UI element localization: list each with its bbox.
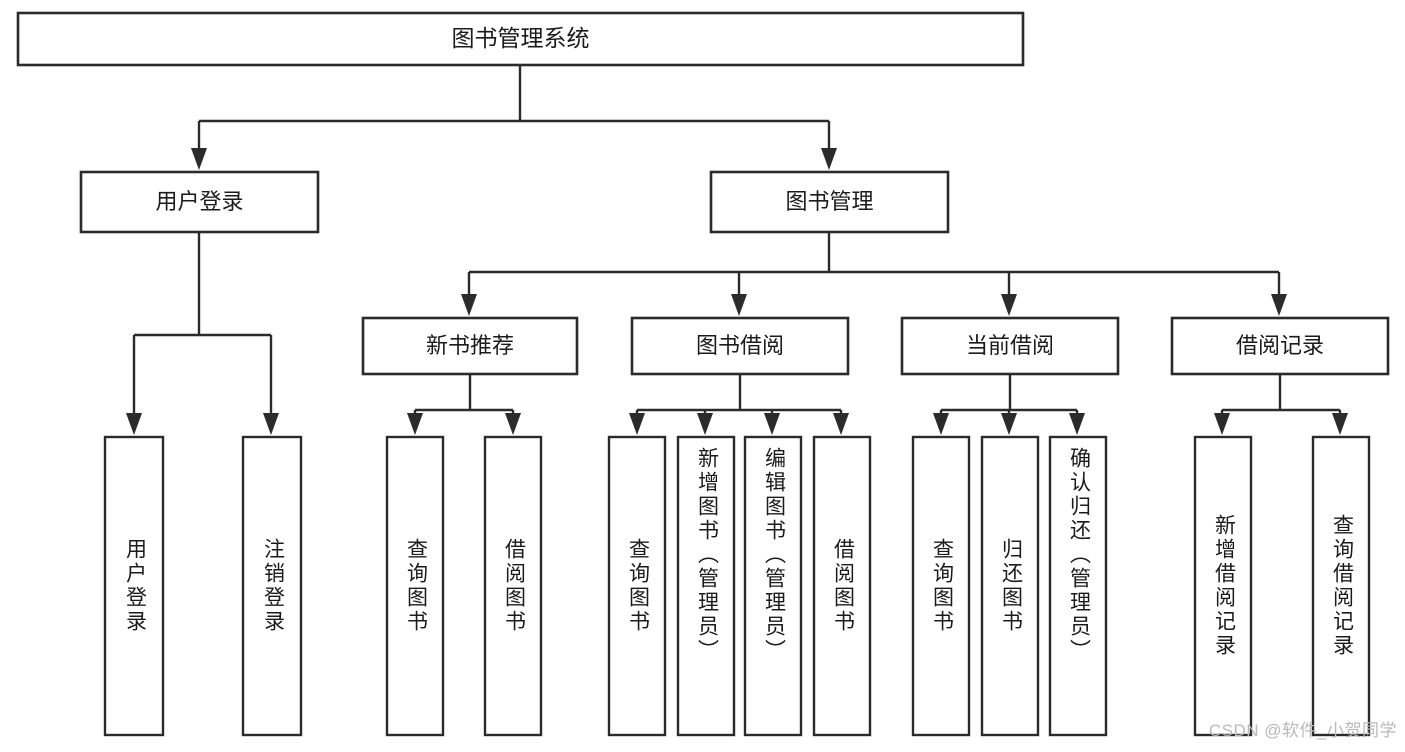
arrow-to-leaf-1-1 xyxy=(697,413,713,435)
arrow-to-leaf-2-2 xyxy=(1069,413,1085,435)
arrow-to-level3-3 xyxy=(1271,294,1287,316)
node-root-label: 图书管理系统 xyxy=(452,25,590,51)
arrow-to-leaf-0-1 xyxy=(505,413,521,435)
node-current-borrow-rect[interactable] xyxy=(900,316,1120,376)
arrow-to-leaf-1-2 xyxy=(764,413,780,435)
node-leaf-user-logout-rect[interactable] xyxy=(241,435,303,737)
node-borrow-record[interactable]: 借阅记录 xyxy=(1170,316,1390,376)
arrow-to-level3-0 xyxy=(461,294,477,316)
node-leaf-query-book-1-rect[interactable] xyxy=(385,435,445,737)
arrow-to-leaf-1-0 xyxy=(629,413,645,435)
node-leaf-query-record-rect[interactable] xyxy=(1311,435,1371,737)
arrow-to-leaf-3-1 xyxy=(1332,413,1348,435)
node-user-login-label: 用户登录 xyxy=(155,189,243,214)
node-current-borrow[interactable]: 当前借阅 xyxy=(900,316,1120,376)
node-leaf-query-book-2-rect[interactable] xyxy=(607,435,667,737)
node-leaf-confirm-return-rect[interactable] xyxy=(1048,435,1108,737)
node-book-management-label: 图书管理 xyxy=(785,189,873,214)
node-root-rect[interactable] xyxy=(16,11,1025,67)
node-new-book-recommend-rect[interactable] xyxy=(361,316,579,376)
node-book-management-rect[interactable] xyxy=(709,170,950,234)
arrow-to-leaf-2-1 xyxy=(1001,413,1017,435)
arrow-to-leaf-3-0 xyxy=(1214,413,1230,435)
node-new-book-recommend-label: 新书推荐 xyxy=(426,333,514,358)
node-book-management[interactable]: 图书管理 xyxy=(709,170,950,234)
node-leaf-user-login-rect[interactable] xyxy=(103,435,165,737)
node-leaf-borrow-book-1-rect[interactable] xyxy=(483,435,543,737)
arrow-to-leaf-1-3 xyxy=(833,413,849,435)
node-book-borrow[interactable]: 图书借阅 xyxy=(630,316,850,376)
node-leaf-return-book-rect[interactable] xyxy=(980,435,1040,737)
arrow-to-level3-2 xyxy=(1001,294,1017,316)
arrow-to-user-login-leaf-0 xyxy=(126,413,142,435)
node-new-book-recommend[interactable]: 新书推荐 xyxy=(361,316,579,376)
node-leaf-edit-book-rect[interactable] xyxy=(743,435,803,737)
node-leaf-borrow-book-2-rect[interactable] xyxy=(812,435,872,737)
node-user-login[interactable]: 用户登录 xyxy=(79,170,320,234)
arrow-to-level2-0 xyxy=(191,148,207,170)
node-borrow-record-label: 借阅记录 xyxy=(1236,333,1324,358)
csdn-watermark: CSDN @软件_小贺同学 xyxy=(1208,721,1397,740)
arrow-to-user-login-leaf-1 xyxy=(263,413,279,435)
node-book-borrow-label: 图书借阅 xyxy=(696,333,784,358)
arrow-to-level3-1 xyxy=(731,294,747,316)
node-book-borrow-rect[interactable] xyxy=(630,316,850,376)
node-root[interactable]: 图书管理系统 xyxy=(16,11,1025,67)
arrow-to-level2-1 xyxy=(821,148,837,170)
node-leaf-add-book-rect[interactable] xyxy=(676,435,736,737)
node-current-borrow-label: 当前借阅 xyxy=(966,333,1054,358)
arrow-to-leaf-0-0 xyxy=(407,413,423,435)
node-borrow-record-rect[interactable] xyxy=(1170,316,1390,376)
arrow-to-leaf-2-0 xyxy=(933,413,949,435)
node-leaf-query-book-3-rect[interactable] xyxy=(911,435,971,737)
node-leaf-add-record-rect[interactable] xyxy=(1193,435,1253,737)
